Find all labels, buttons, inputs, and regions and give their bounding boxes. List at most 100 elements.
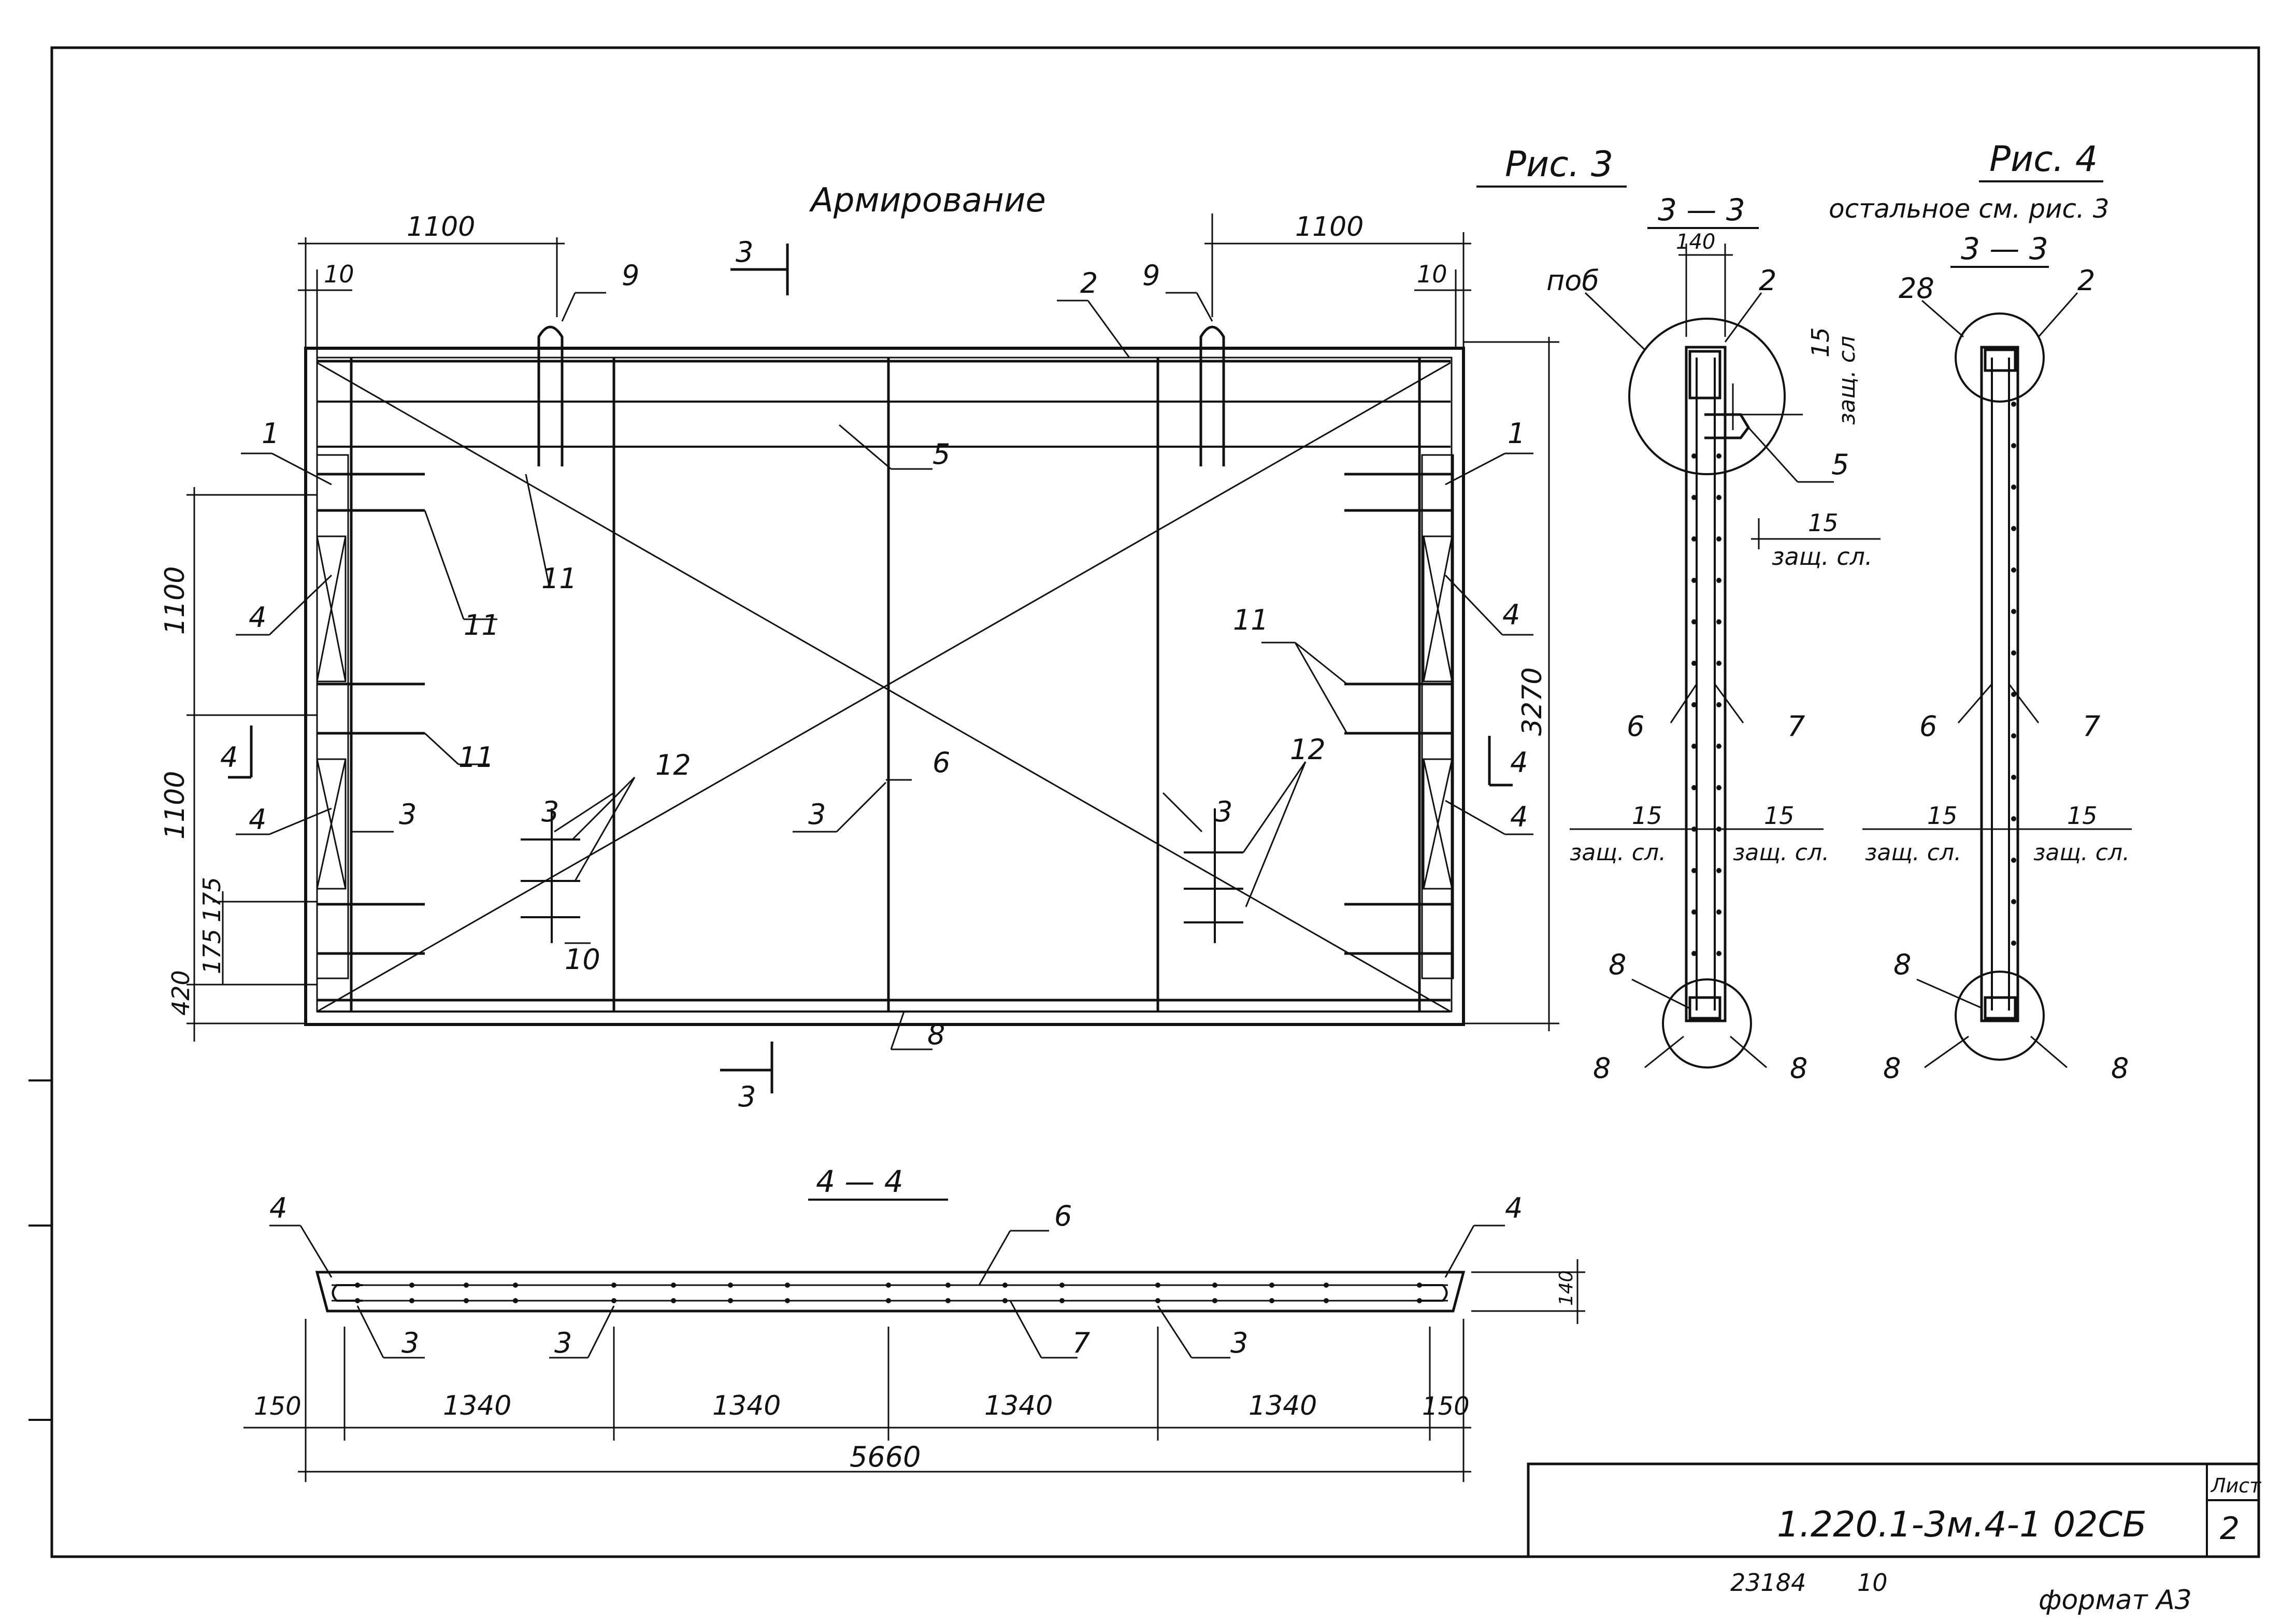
section-pos-4-right: 4	[1505, 1192, 1523, 1225]
fig4-wall	[1980, 346, 2019, 1022]
fig3-top-cage	[1688, 350, 1750, 439]
lifting-loop-right	[1199, 325, 1225, 466]
mount-bars-left	[521, 808, 580, 943]
pos-11-upper: 11	[464, 609, 499, 642]
title-block-frame	[1527, 1462, 2260, 1558]
pos-8: 8	[927, 1018, 945, 1051]
fig3-bottom-cage	[1688, 996, 1721, 1020]
fig4-leaders	[1862, 292, 2132, 1069]
pos-1-right: 1	[1508, 417, 1525, 450]
fig3-pos-8-right: 8	[1790, 1052, 1807, 1085]
pos-4-right-lower: 4	[1510, 801, 1528, 833]
section-bottom-dims	[243, 1319, 1471, 1482]
section-dim-1340-a: 1340	[443, 1390, 511, 1421]
fig3-cover-label-top: защ. сл	[1834, 336, 1860, 425]
hatch-left-1	[316, 535, 347, 682]
fig4-pos-6: 6	[1919, 710, 1937, 743]
fig4-title: Рис. 4	[1989, 139, 2098, 180]
pos-10: 10	[565, 943, 600, 976]
dim-3270: 3270	[1517, 667, 1548, 736]
pos-4-left-lower: 4	[249, 803, 266, 836]
fig4-cover-label-right: защ. сл.	[2033, 839, 2130, 866]
inventory-number-2: 10	[1857, 1569, 1888, 1597]
dim-10-right: 10	[1417, 260, 1447, 288]
cut-4-right-label: 4	[1510, 746, 1528, 779]
pos-11-lower: 11	[458, 741, 494, 774]
section-end-loops	[332, 1284, 1448, 1302]
fig3-cover-label-left: защ. сл.	[1570, 839, 1666, 866]
fig3-cover-15-left: 15	[1632, 802, 1662, 830]
pos-12-left: 12	[655, 749, 691, 781]
fig3-detail-circle-top	[1628, 318, 1786, 475]
fig3-pos-2: 2	[1759, 264, 1776, 297]
section-pos-3-a: 3	[401, 1327, 419, 1359]
fig4-pos-8-left: 8	[1883, 1052, 1901, 1085]
pos-3-lmid: 3	[541, 795, 559, 828]
section-outline	[315, 1271, 1466, 1313]
pos-4-left-upper: 4	[249, 601, 266, 634]
fig3-cover-label-right: защ. сл.	[1733, 839, 1829, 866]
fig4-pos-7: 7	[2083, 710, 2100, 743]
cut-3-top	[730, 244, 789, 295]
section-dim-150-right: 150	[1422, 1392, 1470, 1421]
section-pos-4-left: 4	[269, 1192, 287, 1225]
section-leaders	[269, 1225, 1505, 1359]
pos-1-left: 1	[262, 417, 279, 450]
dim-1100-left: 1100	[407, 211, 475, 243]
fig3-width: 140	[1676, 230, 1715, 254]
pos-12-right: 12	[1290, 733, 1326, 766]
hatch-right-1	[1423, 535, 1453, 682]
pos-3-rmid: 3	[1215, 795, 1232, 828]
drawing-title: Армирование	[809, 181, 1046, 220]
lifting-loop-left	[537, 325, 564, 466]
top-dimensions	[298, 213, 1471, 358]
section-dim-140: 140	[1556, 1270, 1577, 1306]
panel-outline	[304, 347, 1465, 1026]
title-block: Лист 2 1.220.1-3м.4-1 02СБ 23184 10 форм…	[1527, 1462, 2262, 1616]
pos-3-left: 3	[399, 798, 417, 831]
dim-175-lower: 175	[198, 929, 226, 974]
fig3-cover-15-top: 15	[1806, 327, 1834, 358]
dim-1100-upper: 1100	[160, 566, 191, 635]
fig4-rebar-dots	[2011, 402, 2016, 946]
section-dim-1340-d: 1340	[1249, 1390, 1317, 1421]
pos-11-top: 11	[541, 562, 577, 595]
dim-175-upper: 175	[198, 877, 226, 922]
fig3-pos-8-top: 8	[1609, 948, 1626, 981]
anchor-bars-right	[1344, 473, 1452, 955]
sheet-label: Лист	[2210, 1474, 2262, 1497]
section-dim-1340-c: 1340	[984, 1390, 1053, 1421]
end-frame-right	[1421, 454, 1454, 979]
section-pos-7: 7	[1072, 1327, 1090, 1359]
fig3-cover-label-side: защ. сл.	[1772, 543, 1873, 571]
fig3-pos-5: 5	[1831, 448, 1849, 481]
fig4-detail-circle-bottom	[1955, 971, 2045, 1061]
pos-4-right-upper: 4	[1502, 599, 1520, 631]
fig3-wall	[1685, 346, 1727, 1022]
cut-4-left-label: 4	[220, 741, 238, 774]
pos-3-center: 3	[808, 798, 826, 831]
section-height-dim	[1471, 1259, 1585, 1324]
pos-5: 5	[932, 438, 950, 471]
fig4-cover-15-left: 15	[1927, 802, 1958, 830]
fig3-cover-15-right: 15	[1764, 802, 1795, 830]
pos-6: 6	[932, 746, 950, 779]
section-4-4: 4 — 4 4 4 6	[243, 1164, 1585, 1482]
pos-9-left: 9	[622, 259, 639, 292]
fig3-section-title: 3 — 3	[1658, 192, 1745, 227]
format-label: формат А3	[2039, 1585, 2192, 1616]
section-pos-3-b: 3	[554, 1327, 572, 1359]
fig3-cover-15-side: 15	[1808, 509, 1839, 537]
fig4-pos-8-top: 8	[1893, 948, 1911, 981]
right-dimension	[1463, 337, 1559, 1031]
figure-4: Рис. 4 остальное см. рис. 3 3 — 3 28 2 6…	[1829, 139, 2132, 1085]
fig3-pos-6: 6	[1627, 710, 1644, 743]
anchor-bars-left	[317, 473, 425, 955]
document-code: 1.220.1-3м.4-1 02СБ	[1777, 1504, 2147, 1545]
figure-3: Рис. 3 3 — 3 140	[1476, 144, 1881, 1085]
fig3-title: Рис. 3	[1505, 144, 1613, 185]
cut-3-top-label: 3	[736, 236, 753, 268]
diagonal-bar	[317, 362, 1451, 1013]
hatch-right-2	[1423, 758, 1453, 890]
